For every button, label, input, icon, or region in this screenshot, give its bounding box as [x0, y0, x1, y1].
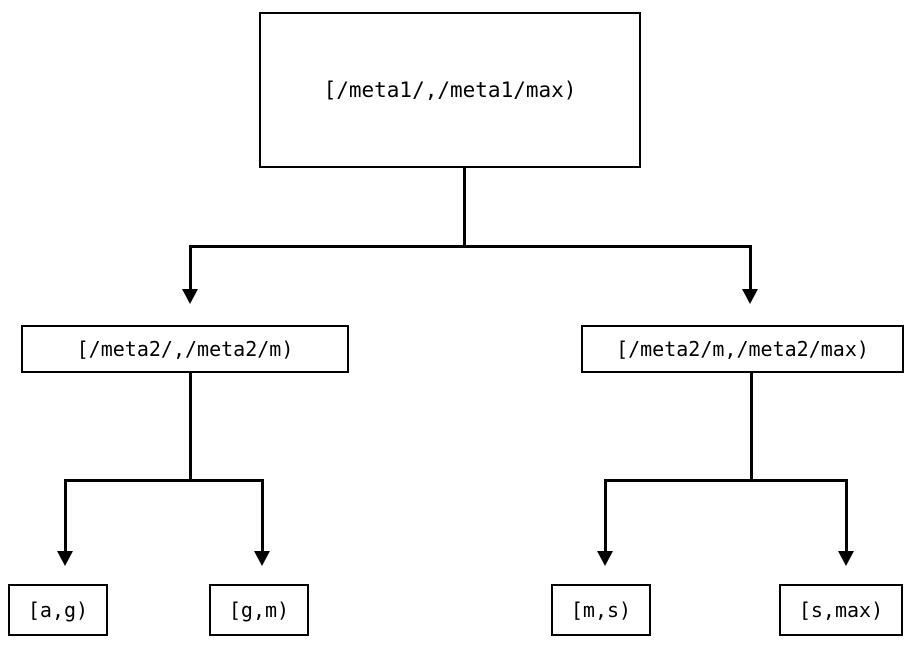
tree-node-leaf-gm[interactable]: [g,m) [209, 584, 309, 636]
tree-node-leaf-ms[interactable]: [m,s) [551, 584, 651, 636]
edge-root-trunk [463, 168, 466, 247]
arrowhead-root-to-meta2-right [742, 289, 758, 304]
tree-node-meta2-left-label: [/meta2/,/meta2/m) [76, 337, 294, 361]
tree-node-root-label: [/meta1/,/meta1/max) [323, 78, 577, 102]
tree-node-meta2-left[interactable]: [/meta2/,/meta2/m) [21, 325, 349, 373]
tree-node-meta2-right-label: [/meta2/m,/meta2/max) [616, 337, 869, 361]
arrowhead-meta2-left-to-leaf-ag [57, 551, 73, 566]
tree-node-leaf-ag[interactable]: [a,g) [8, 584, 108, 636]
tree-node-leaf-smax-label: [s,max) [798, 598, 884, 622]
tree-node-root[interactable]: [/meta1/,/meta1/max) [259, 12, 641, 168]
edge-right-subtree-bus [604, 479, 848, 482]
tree-node-leaf-gm-label: [g,m) [228, 598, 290, 622]
edge-meta2-left-to-leaf-ag-drop [64, 479, 67, 553]
arrowhead-meta2-right-to-leaf-ms [597, 551, 613, 566]
edge-meta2-left-to-leaf-gm-drop [261, 479, 264, 553]
edge-meta2-right-to-leaf-smax-drop [845, 479, 848, 553]
edge-meta2-left-trunk [189, 373, 192, 482]
edge-root-to-meta2-left-drop [189, 245, 192, 291]
edge-level1-bus [189, 245, 752, 248]
tree-node-leaf-smax[interactable]: [s,max) [779, 584, 903, 636]
arrowhead-meta2-right-to-leaf-smax [838, 551, 854, 566]
edge-left-subtree-bus [64, 479, 264, 482]
arrowhead-meta2-left-to-leaf-gm [254, 551, 270, 566]
edge-meta2-right-to-leaf-ms-drop [604, 479, 607, 553]
arrowhead-root-to-meta2-left [182, 289, 198, 304]
tree-node-leaf-ag-label: [a,g) [27, 598, 89, 622]
tree-node-meta2-right[interactable]: [/meta2/m,/meta2/max) [581, 325, 904, 373]
tree-node-leaf-ms-label: [m,s) [570, 598, 632, 622]
edge-meta2-right-trunk [750, 373, 753, 482]
edge-root-to-meta2-right-drop [749, 245, 752, 291]
